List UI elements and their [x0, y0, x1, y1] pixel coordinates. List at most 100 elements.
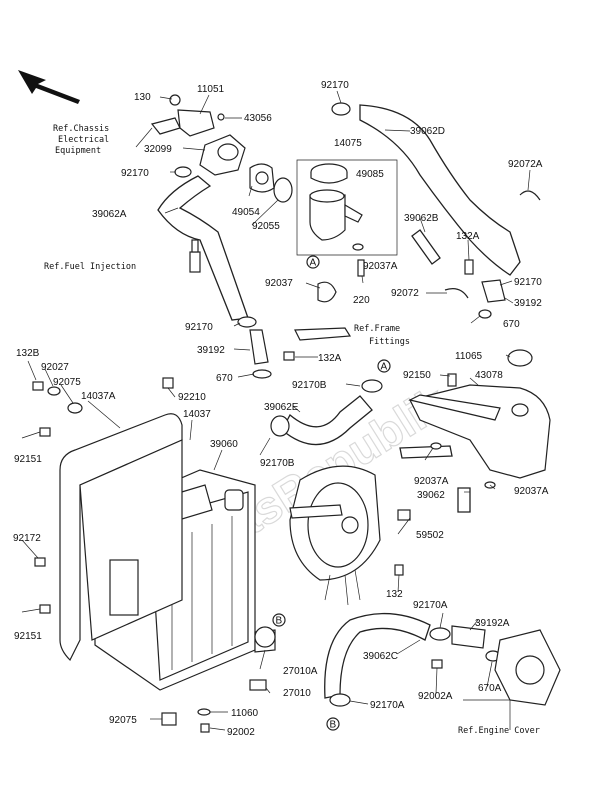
reservoir-tank — [408, 349, 551, 479]
part-label: 132 — [386, 589, 403, 600]
fan-switch-27010A — [254, 626, 276, 653]
svg-text:Electrical: Electrical — [58, 135, 109, 145]
clip-92210 — [162, 377, 174, 389]
part-label: 39062 — [417, 490, 445, 501]
part-label: 92027 — [41, 362, 69, 373]
part-label: 49085 — [356, 169, 384, 180]
part-label: 92037A — [514, 486, 549, 497]
part-label: 92037 — [265, 278, 293, 289]
ref-chassis-electrical: Ref.Chassis Electrical Equipment — [53, 124, 109, 156]
clamp-92170 — [174, 166, 192, 178]
part-label: 670A — [478, 683, 502, 694]
svg-text:A: A — [310, 258, 317, 269]
hose-reservoir — [399, 445, 453, 459]
part-label: 27010 — [283, 688, 311, 699]
engine-cover-part — [494, 629, 561, 706]
washer-11060 — [197, 708, 211, 716]
part-label: 59502 — [416, 530, 444, 541]
svg-text:Ref.Frame: Ref.Frame — [354, 324, 400, 334]
front-arrow-icon — [18, 70, 80, 104]
pipe-39062B — [411, 229, 441, 265]
o-ring — [273, 177, 293, 203]
part-label: 39062D — [410, 126, 445, 137]
part-label: 39062C — [363, 651, 398, 662]
part-label: 43056 — [244, 113, 272, 124]
hose-39062 — [457, 487, 471, 513]
filler-neck — [309, 189, 363, 241]
part-label: 92170 — [185, 322, 213, 333]
part-label: 92170A — [413, 600, 448, 611]
leader-lines — [21, 90, 531, 731]
part-label: 14037A — [81, 391, 116, 402]
part-label: 14075 — [334, 138, 362, 149]
assembly-box — [296, 159, 398, 256]
radiator-cap — [310, 163, 348, 184]
clamp-92170B — [361, 379, 383, 393]
grommet-92027 — [47, 386, 61, 396]
svg-text:A: A — [381, 362, 388, 373]
bolt-92150 — [447, 373, 457, 387]
part-label: 92170B — [292, 380, 327, 391]
part-label: 92075 — [109, 715, 137, 726]
hose-39062D — [359, 104, 521, 276]
part-label: 92151 — [14, 454, 42, 465]
part-label: 670 — [216, 373, 233, 384]
part-label: 39192A — [475, 618, 510, 629]
ref-engine-cover: Ref.Engine Cover — [458, 726, 540, 736]
clip-92037A-1 — [352, 243, 364, 251]
part-label: 11060 — [231, 708, 259, 719]
part-label: 92151 — [14, 631, 42, 642]
part-label: 92037A — [414, 476, 449, 487]
part-label: 92170 — [514, 277, 542, 288]
part-labels: 130 11051 43056 32099 92170 39062A 92170… — [13, 80, 549, 738]
part-label: 11051 — [197, 84, 225, 95]
part-label: 27010A — [283, 666, 318, 677]
clamp-92170B-lower — [270, 415, 290, 437]
cooling-fan — [289, 465, 411, 606]
clamp-92170-top — [331, 102, 351, 116]
grommet-92075 — [161, 712, 177, 726]
svg-text:Ref.Chassis: Ref.Chassis — [53, 124, 109, 134]
callout-b-1: B — [272, 613, 286, 627]
part-label: 14037 — [183, 409, 211, 420]
part-label: 92170B — [260, 458, 295, 469]
part-label: 130 — [134, 92, 151, 103]
part-label: 11065 — [455, 351, 483, 362]
radiator-guard — [59, 413, 183, 662]
bolt-92151 — [39, 427, 51, 437]
hose-39062A — [157, 175, 249, 321]
thermostat — [249, 163, 275, 193]
part-label: 132A — [318, 353, 342, 364]
bolt-132A — [283, 351, 295, 361]
hose-39062E — [281, 395, 373, 446]
part-label: 132A — [456, 231, 480, 242]
svg-text:Fittings: Fittings — [369, 337, 410, 347]
svg-text:B: B — [330, 720, 337, 731]
clamp-92072A — [519, 190, 541, 201]
part-label: 92072 — [391, 288, 419, 299]
part-label: 92055 — [252, 221, 280, 232]
part-label: 92150 — [403, 370, 431, 381]
bolt-92002 — [200, 723, 210, 733]
ref-fuel-injection: Ref.Fuel Injection — [44, 262, 136, 272]
bolt-92172 — [34, 557, 46, 567]
fuel-injection-sensor — [189, 239, 201, 273]
part-label: 32099 — [144, 144, 172, 155]
part-label: 92170A — [370, 700, 405, 711]
part-label: 39062A — [92, 209, 127, 220]
part-label: 92075 — [53, 377, 81, 388]
clamp-92170A-lower — [329, 693, 351, 707]
pump-pipe-39192 — [464, 259, 506, 319]
part-label: 92170 — [121, 168, 149, 179]
thermostat-housing — [150, 94, 246, 176]
part-label: 49054 — [232, 207, 260, 218]
hose-39192 — [237, 316, 272, 379]
part-label: 92037A — [363, 261, 398, 272]
callout-b-2: B — [326, 717, 340, 731]
bolt-92151-lower — [39, 604, 51, 614]
part-label: 39192 — [197, 345, 225, 356]
part-label: 39062E — [264, 402, 299, 413]
clamp-92072 — [444, 288, 469, 299]
frame-bracket — [294, 259, 365, 341]
callout-a-2: A — [377, 359, 391, 373]
